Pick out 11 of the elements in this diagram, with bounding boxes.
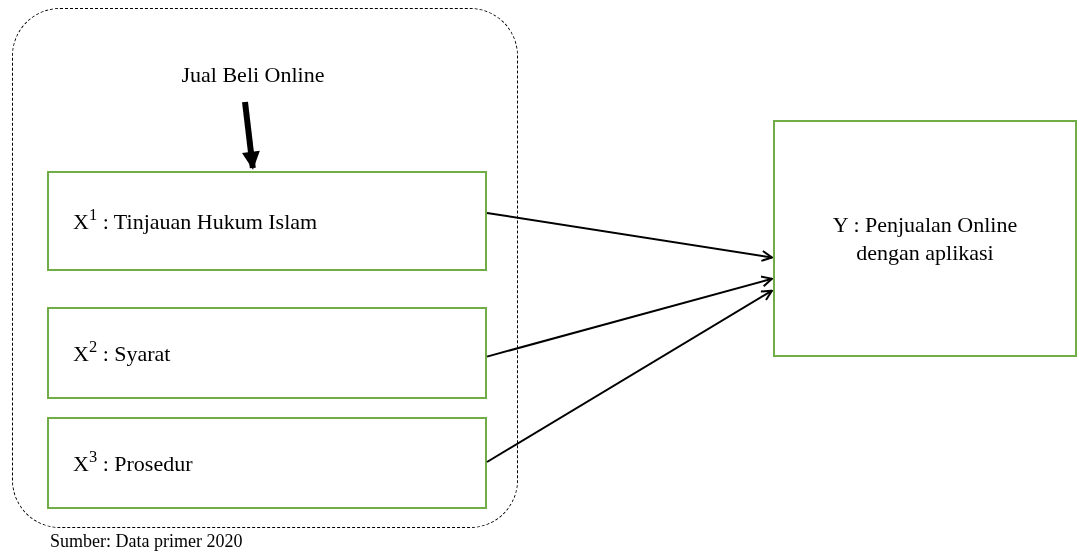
dependent-variable-box: Y : Penjualan Online dengan aplikasi — [773, 120, 1077, 357]
dashed-group-boundary — [12, 8, 518, 528]
caption: Sumber: Data primer 2020 — [50, 530, 243, 553]
arrow — [486, 275, 773, 358]
arrow — [486, 212, 773, 262]
group-heading: Jual Beli Online — [153, 57, 353, 91]
arrow — [486, 289, 773, 463]
variable-box: X$^{1}$ : Tinjauan Hukum Islam — [47, 171, 487, 271]
thick-arrow — [241, 101, 260, 170]
variable-box: X$^{3}$ : Prosedur — [47, 417, 487, 509]
variable-box: X$^{2}$ : Syarat — [47, 307, 487, 399]
